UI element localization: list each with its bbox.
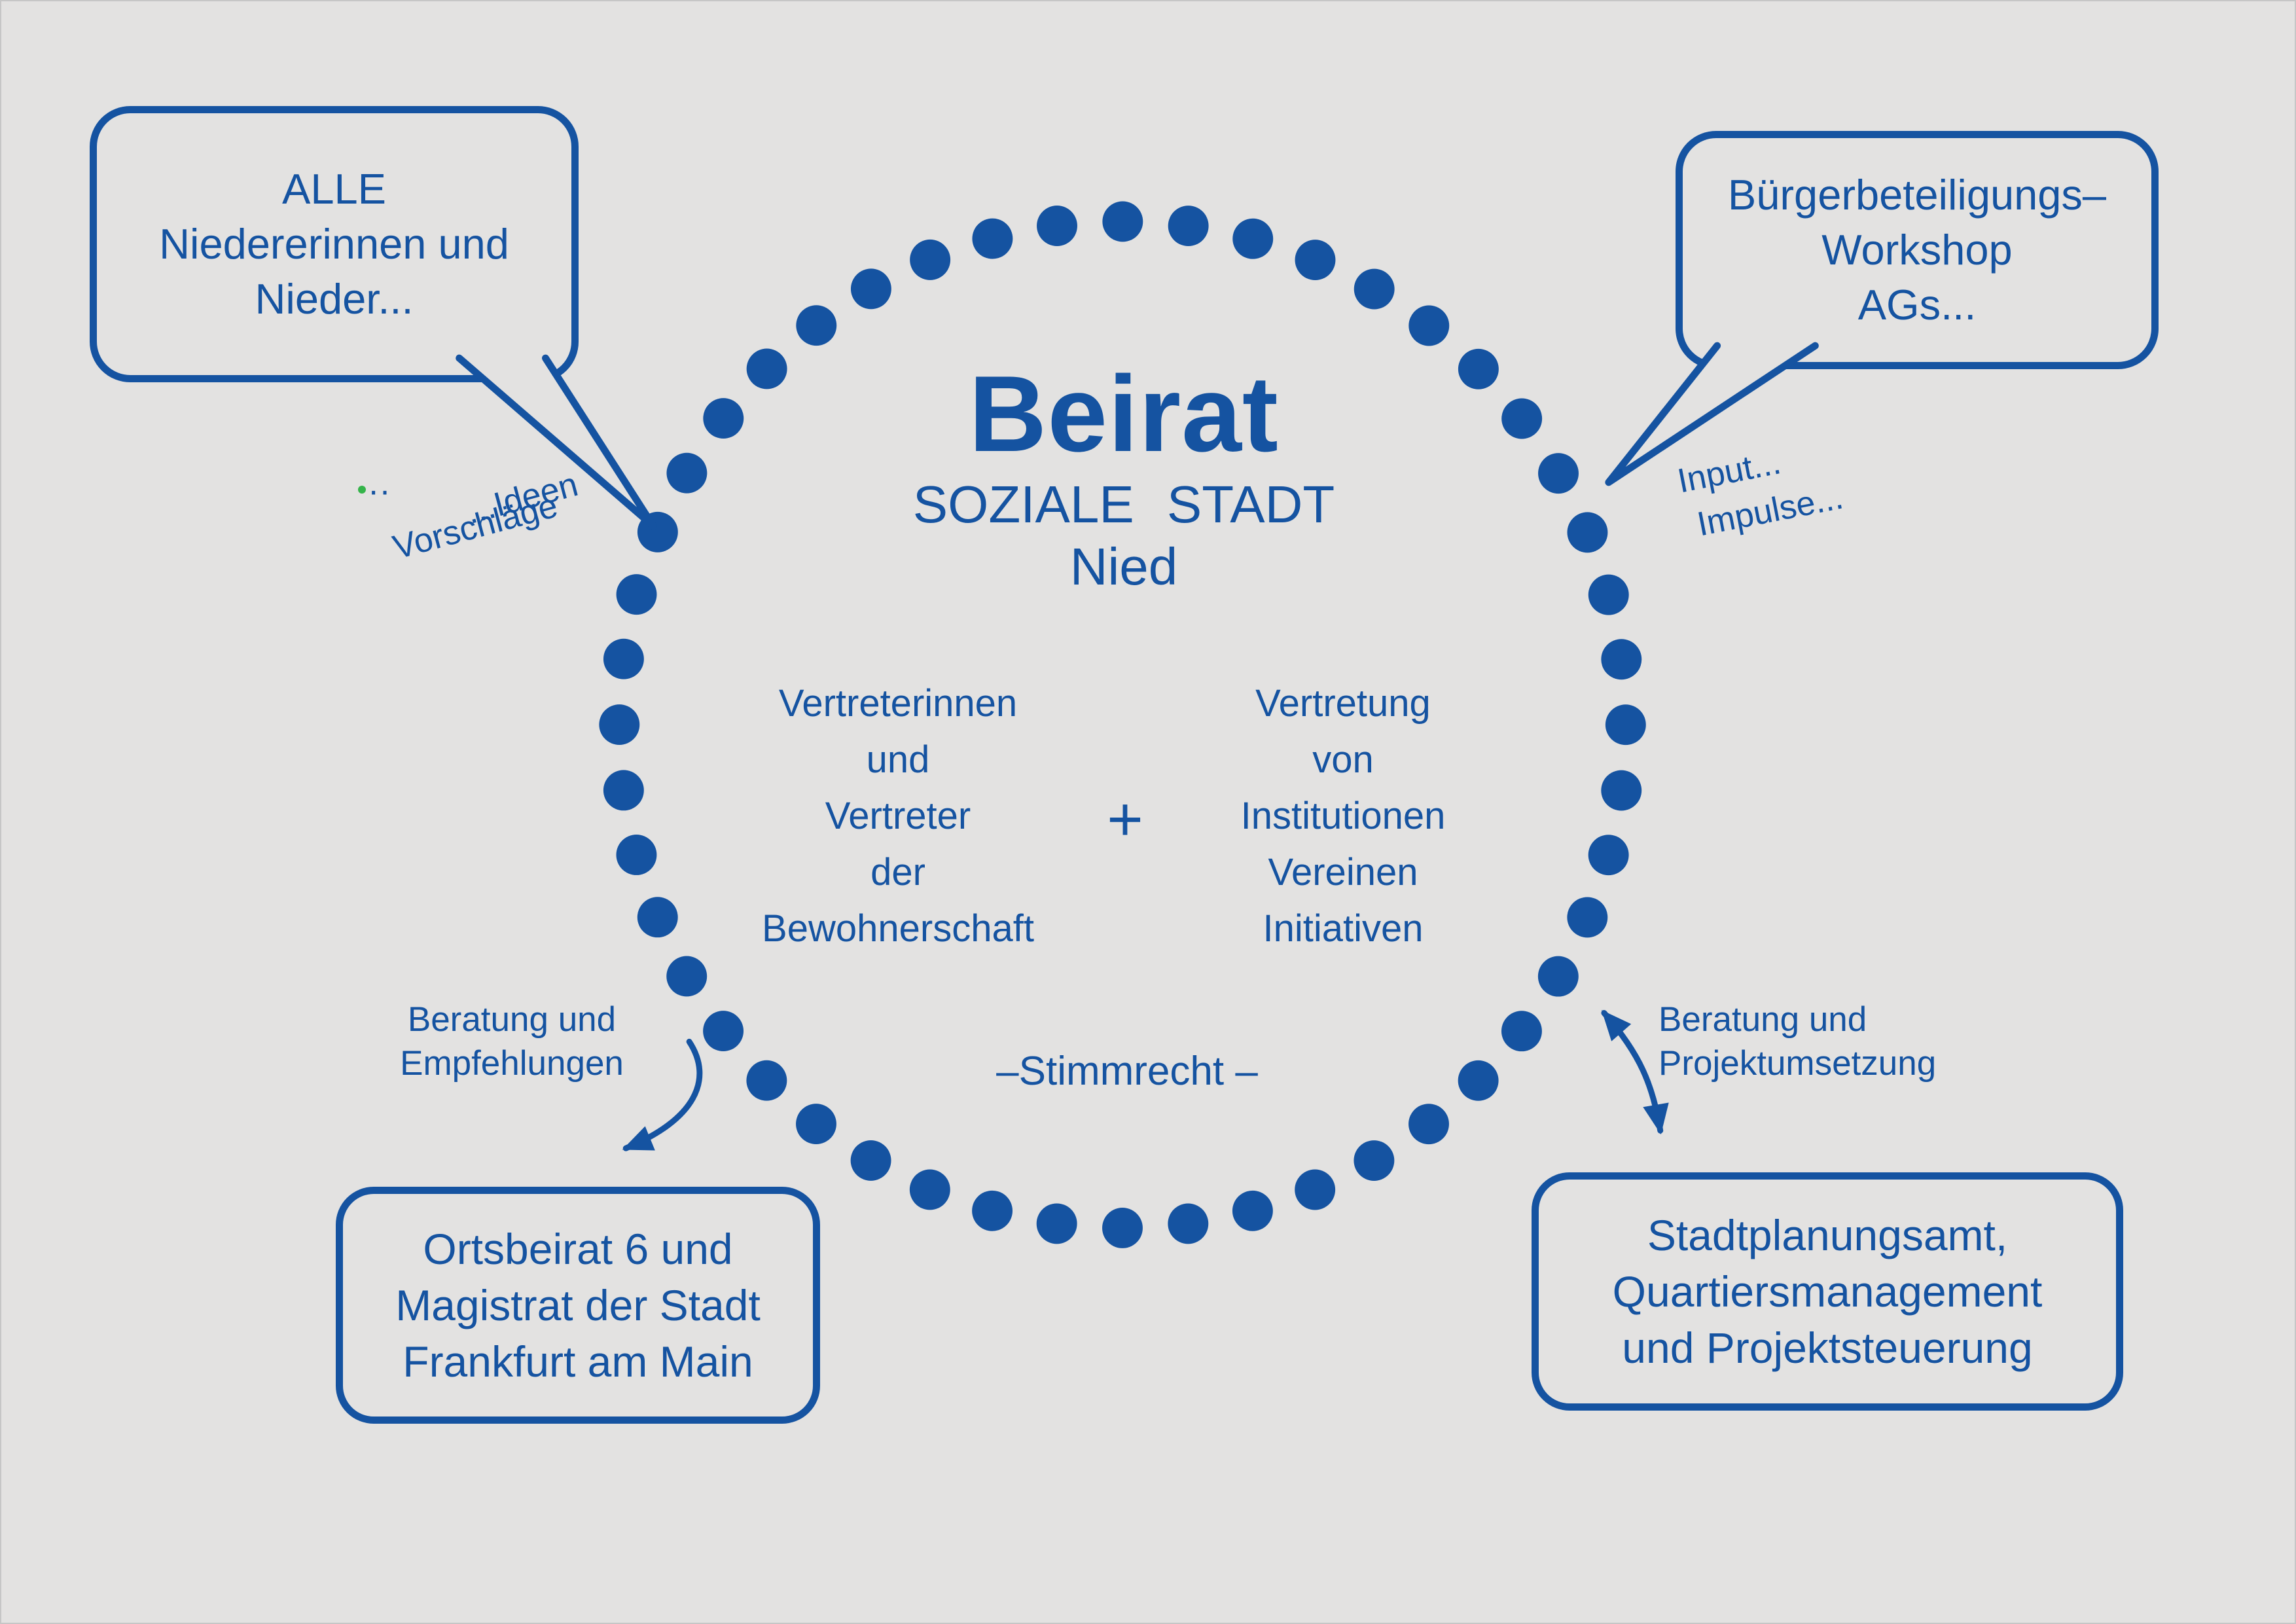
stray-dots: ·· bbox=[368, 472, 391, 510]
box-line: und Projektsteuerung bbox=[1622, 1324, 2033, 1372]
double-arrow-stadtplanungsamt bbox=[1601, 1009, 1669, 1135]
bubble-line: Bürgerbeteiligungs– bbox=[1727, 171, 2107, 219]
circle-headline: Beirat SOZIALE STADT Nied bbox=[731, 358, 1516, 598]
label-line: Projektumsetzung bbox=[1659, 1044, 1937, 1083]
box-line: Ortsbeirat 6 und bbox=[423, 1225, 733, 1273]
box-line: Stadtplanungsamt, bbox=[1647, 1211, 2008, 1259]
column-line: Vereinen bbox=[1268, 851, 1418, 893]
diagram-subtitle: SOZIALE STADT bbox=[912, 475, 1335, 533]
label-beratung-empfehlungen: Beratung und Empfehlungen bbox=[368, 998, 656, 1085]
column-line: der bbox=[870, 851, 925, 893]
box-ortsbeirat: Ortsbeirat 6 und Magistrat der Stadt Fra… bbox=[336, 1187, 820, 1424]
column-line: und bbox=[866, 738, 930, 781]
box-line: Quartiersmanagement bbox=[1612, 1267, 2043, 1316]
bubble-line: Nieder... bbox=[255, 275, 414, 323]
column-institutions: Vertretung von Institutionen Vereinen In… bbox=[1173, 676, 1513, 957]
box-line: Frankfurt am Main bbox=[403, 1337, 753, 1386]
box-line: Magistrat der Stadt bbox=[395, 1281, 761, 1329]
column-line: Institutionen bbox=[1240, 795, 1446, 837]
column-line: Bewohnerschaft bbox=[762, 907, 1034, 950]
speech-bubble-residents: ALLE Niedererinnen und Nieder... bbox=[90, 106, 579, 382]
bubble-line: AGs... bbox=[1857, 281, 1977, 329]
column-residents: Vertreterinnen und Vertreter der Bewohne… bbox=[728, 676, 1068, 957]
label-beratung-projektumsetzung: Beratung und Projektumsetzung bbox=[1659, 998, 1936, 1085]
column-line: Vertretung bbox=[1255, 682, 1431, 725]
label-line: Beratung und bbox=[407, 1000, 617, 1039]
diagram-title: Beirat bbox=[969, 353, 1279, 474]
speech-bubble-workshop: Bürgerbeteiligungs– Workshop AGs... bbox=[1676, 131, 2159, 369]
label-line: Empfehlungen bbox=[400, 1044, 624, 1083]
diagram-place: Nied bbox=[1069, 537, 1178, 596]
box-stadtplanungsamt: Stadtplanungsamt, Quartiersmanagement un… bbox=[1532, 1172, 2123, 1411]
bubble-line: Niedererinnen und bbox=[159, 220, 509, 268]
stray-green-dot bbox=[358, 486, 366, 494]
column-line: Vertreter bbox=[825, 795, 971, 837]
bubble-line: ALLE bbox=[281, 165, 386, 213]
column-line: Vertreterinnen bbox=[778, 682, 1018, 725]
bubble-line: Workshop bbox=[1821, 226, 2013, 274]
column-line: von bbox=[1312, 738, 1374, 781]
column-line: Initiativen bbox=[1263, 907, 1424, 950]
plus-sign: + bbox=[1107, 785, 1143, 854]
label-line: Beratung und bbox=[1659, 1000, 1867, 1039]
voting-note: –Stimmrecht – bbox=[996, 1049, 1258, 1094]
